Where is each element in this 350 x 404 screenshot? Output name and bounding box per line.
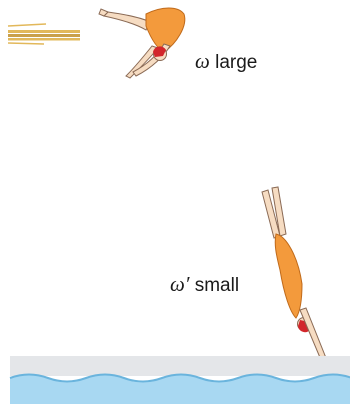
board-stripe-3 xyxy=(8,38,80,41)
board-stripe-1 xyxy=(8,30,80,33)
omega-large-label: ω large xyxy=(195,51,257,72)
board-motion-line-2 xyxy=(8,43,44,44)
omega-small-text: small xyxy=(189,275,239,296)
omega-symbol: ω xyxy=(195,49,210,73)
pool-water-icon xyxy=(10,356,350,404)
diver-top-legs xyxy=(104,12,150,30)
diving-board-icon xyxy=(8,24,80,44)
diver-bottom-arms xyxy=(300,308,326,360)
pool-deck xyxy=(10,356,350,376)
board-motion-line-1 xyxy=(8,24,46,26)
omega-prime-symbol: ω′ xyxy=(170,272,189,296)
tucked-diver-icon xyxy=(99,8,185,78)
board-stripe-2 xyxy=(8,34,80,37)
pool-water xyxy=(10,375,350,404)
straight-diver-icon xyxy=(262,187,326,360)
diver-bottom-swimsuit xyxy=(275,234,302,318)
omega-prime-small-label: ω′ small xyxy=(170,274,239,295)
omega-large-text: large xyxy=(210,52,258,73)
